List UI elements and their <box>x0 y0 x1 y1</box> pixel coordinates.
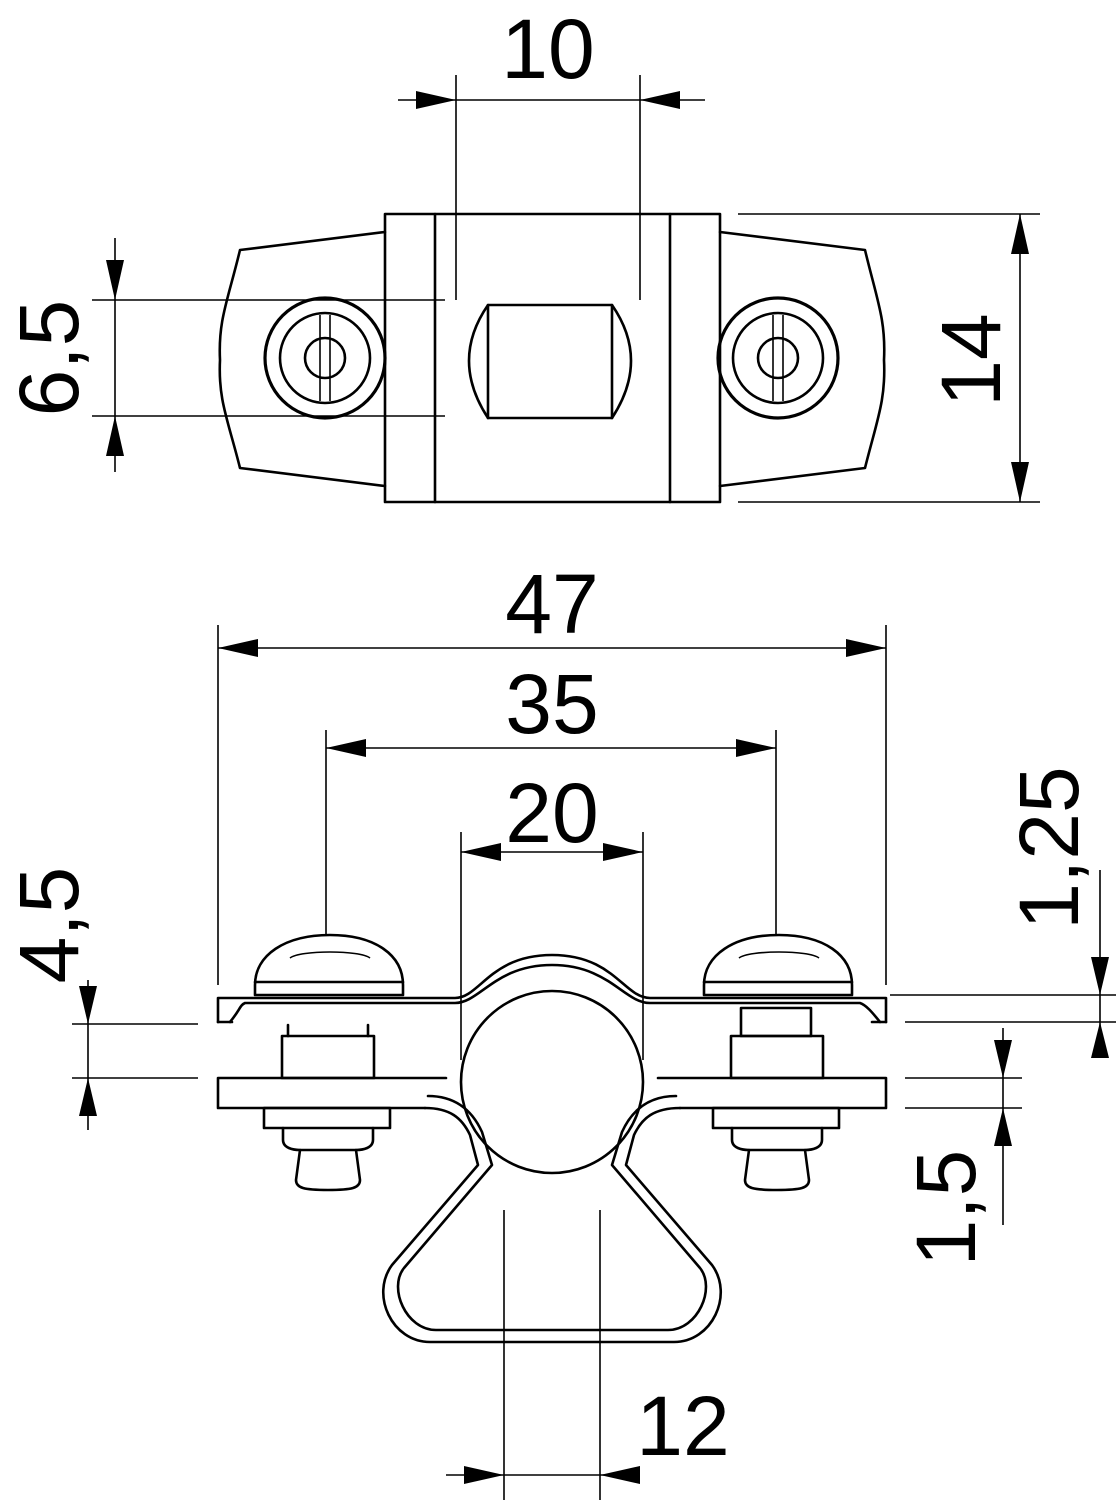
dim-strap-height: 4,5 <box>2 867 198 1130</box>
svg-text:4,5: 4,5 <box>2 867 96 984</box>
dim-top-height: 14 <box>738 213 1040 503</box>
dim-overall-width: 47 <box>217 557 887 985</box>
upper-strip <box>216 953 888 1024</box>
front-view: 47 35 20 4,5 <box>2 557 1116 1500</box>
svg-text:35: 35 <box>505 657 598 751</box>
top-base-plate <box>218 230 886 488</box>
dim-screw-spacing: 35 <box>325 657 777 935</box>
top-right-screw <box>716 296 840 420</box>
right-screw-shaft <box>729 1034 825 1080</box>
lower-strip <box>216 1076 888 1110</box>
svg-text:47: 47 <box>505 557 598 651</box>
dim-top-width: 10 <box>398 2 705 300</box>
top-conductor-slot <box>467 303 633 420</box>
left-screw-head <box>253 933 405 997</box>
right-screw-head <box>702 933 854 997</box>
dim-lower-strip-thickness: 1,5 <box>899 1028 1022 1266</box>
dim-conductor-diameter: 20 <box>460 766 644 1060</box>
top-left-screw <box>263 296 387 420</box>
svg-text:20: 20 <box>505 766 598 860</box>
right-nut <box>711 1106 841 1130</box>
dim-hole-pitch: 6,5 <box>2 238 445 472</box>
conductor <box>459 989 645 1175</box>
wire-loop <box>382 1106 722 1344</box>
dim-foot-width: 12 <box>446 1210 730 1500</box>
left-screw-shaft <box>280 1034 376 1080</box>
svg-text:1,25: 1,25 <box>1002 766 1096 930</box>
svg-text:6,5: 6,5 <box>2 300 96 417</box>
dim-upper-strip-thickness: 1,25 <box>890 766 1116 1058</box>
svg-text:1,5: 1,5 <box>899 1150 993 1267</box>
left-nut <box>262 1106 392 1130</box>
svg-text:14: 14 <box>924 313 1018 406</box>
svg-text:10: 10 <box>501 2 594 96</box>
top-view: 10 14 6,5 <box>2 2 1040 504</box>
svg-text:12: 12 <box>636 1379 729 1473</box>
